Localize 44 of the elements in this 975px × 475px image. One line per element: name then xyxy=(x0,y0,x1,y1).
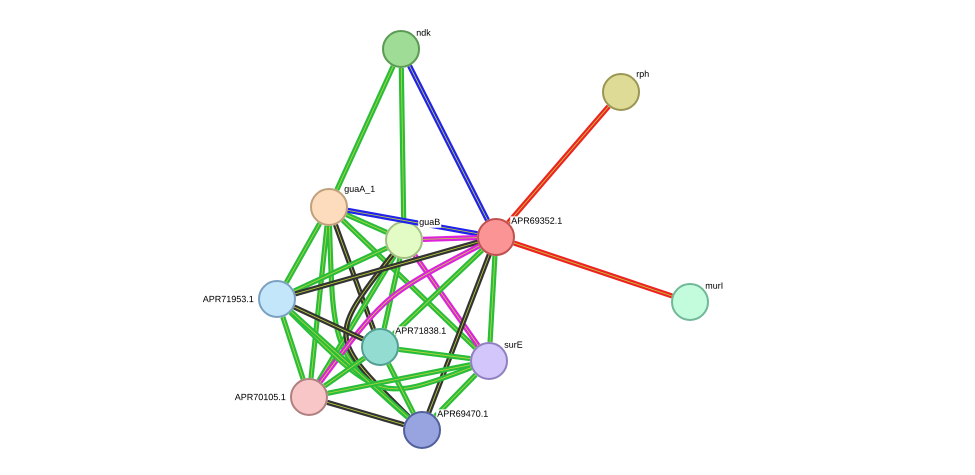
interaction-line xyxy=(326,400,404,428)
interaction-line xyxy=(288,310,472,392)
interaction-line xyxy=(382,258,402,330)
interaction-line xyxy=(334,65,396,191)
interaction-line xyxy=(294,240,478,296)
interaction-line xyxy=(433,372,478,418)
interaction-line xyxy=(308,226,330,378)
node-label: ndk xyxy=(415,28,432,37)
interaction-line xyxy=(293,246,388,294)
protein-circle xyxy=(258,280,296,318)
interaction-line xyxy=(318,244,480,384)
interaction-line xyxy=(506,104,611,224)
interaction-line xyxy=(293,304,364,342)
node-label: guaB xyxy=(418,218,442,228)
interaction-line xyxy=(407,64,490,222)
interaction-line xyxy=(426,254,492,414)
node-label: guaA_1 xyxy=(343,184,376,195)
interaction-line xyxy=(333,224,376,330)
node-label: APR69470.1 xyxy=(436,409,490,418)
node-label: murI xyxy=(704,282,724,290)
interaction-line xyxy=(345,212,388,235)
node-label: APR69352.1 xyxy=(510,216,564,225)
node-label: rph xyxy=(635,69,650,80)
interaction-line xyxy=(280,316,306,380)
interaction-line xyxy=(347,208,478,236)
interaction-line xyxy=(340,218,478,350)
interaction-line xyxy=(386,362,416,414)
interaction-line xyxy=(323,356,366,388)
interaction-line xyxy=(412,254,480,347)
node-label: surE xyxy=(503,340,524,349)
interaction-line xyxy=(392,248,484,336)
interaction-line xyxy=(398,346,471,362)
interaction-line xyxy=(284,222,322,284)
interaction-line xyxy=(487,256,498,342)
interaction-line xyxy=(513,240,673,298)
protein-circle xyxy=(290,378,328,416)
interaction-line xyxy=(289,310,410,420)
node-label: APR71838.1 xyxy=(394,326,448,335)
node-label: APR71953.1 xyxy=(202,294,255,304)
interaction-line xyxy=(344,253,410,418)
node-label: APR70105.1 xyxy=(234,392,287,402)
interaction-line xyxy=(422,235,478,242)
interaction-line xyxy=(316,254,396,382)
interaction-line xyxy=(327,362,471,396)
